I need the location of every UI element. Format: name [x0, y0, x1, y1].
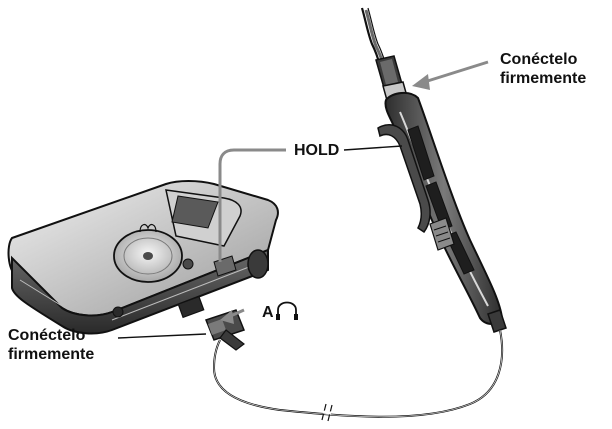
label-connect-firmly-top: Conéctelo firmemente [500, 50, 586, 88]
top-cable [360, 7, 387, 67]
callout-hold-line [218, 145, 403, 262]
label-connect-firmly-bottom-line1: Conéctelo [8, 327, 86, 344]
arrow-bottom-plug [220, 308, 245, 324]
label-connect-firmly-top-line2: firmemente [500, 70, 587, 87]
headphone-icon [276, 301, 298, 320]
callout-bottom-line [117, 333, 207, 339]
remote-cable [212, 329, 504, 422]
label-connect-firmly-bottom-line2: firmemente [8, 346, 95, 363]
label-connect-firmly-top-line1: Conéctelo [500, 51, 578, 68]
label-hold: HOLD [294, 142, 340, 159]
headphone-plug [205, 309, 245, 351]
remote-control [377, 92, 507, 333]
arrow-top-plug [412, 60, 489, 90]
label-connect-firmly-bottom: Conéctelo firmemente [8, 326, 94, 364]
label-headphone-jack: A [262, 304, 274, 321]
md-player [7, 180, 279, 335]
